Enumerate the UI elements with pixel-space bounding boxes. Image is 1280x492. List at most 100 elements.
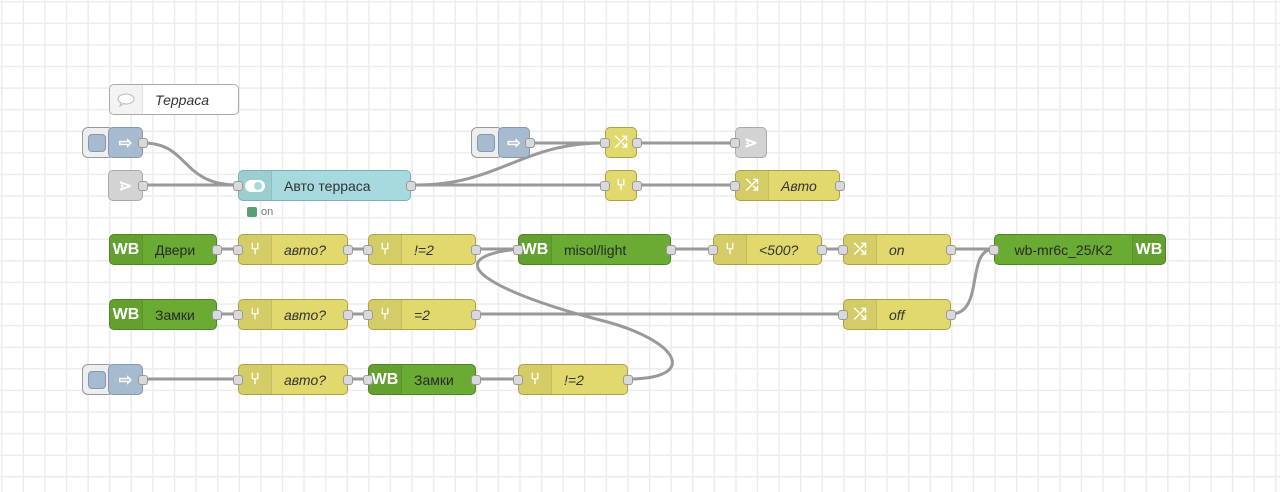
shuffle-icon: ⤮ [614, 133, 628, 151]
link-out-node[interactable]: ⋗ [730, 127, 767, 158]
input-port[interactable] [838, 244, 848, 255]
output-port[interactable] [632, 180, 642, 191]
input-port[interactable] [600, 137, 610, 148]
output-port[interactable] [471, 309, 481, 320]
switch-icon: ⑂ [369, 300, 402, 329]
switch-icon: ⑂ [239, 365, 272, 394]
node-label: Замки [155, 306, 195, 323]
node-label: on [889, 241, 905, 258]
output-port[interactable] [946, 309, 956, 320]
switch-icon: ⑂ [714, 235, 747, 264]
link-out-icon: ⋗ [744, 134, 758, 152]
input-port[interactable] [989, 244, 999, 255]
output-port[interactable] [817, 244, 827, 255]
output-port[interactable] [946, 244, 956, 255]
input-port[interactable] [708, 244, 718, 255]
change-node-off[interactable]: ⤮ off [838, 299, 956, 330]
input-port[interactable] [600, 180, 610, 191]
switch-node-lt500[interactable]: ⑂ <500? [708, 234, 827, 265]
switch-node-ne2-2[interactable]: ⑂ !=2 [513, 364, 633, 395]
wb-out-node-k2[interactable]: wb-mr6c_25/K2 WB [989, 234, 1166, 265]
output-port[interactable] [471, 244, 481, 255]
shuffle-icon: ⤮ [736, 171, 769, 200]
wire[interactable] [142, 141, 239, 187]
input-port[interactable] [233, 180, 243, 191]
output-port[interactable] [212, 244, 222, 255]
wire[interactable] [475, 247, 674, 381]
switch-node-auto-1[interactable]: ⑂ авто? [233, 234, 353, 265]
change-node-1[interactable]: ⤮ [600, 127, 642, 158]
wb-in-node-locks-2[interactable]: WB Замки [363, 364, 481, 395]
output-port[interactable] [343, 374, 353, 385]
node-label: off [889, 306, 905, 323]
input-port[interactable] [730, 137, 740, 148]
input-port[interactable] [838, 309, 848, 320]
node-label: авто? [284, 371, 327, 388]
change-node-on[interactable]: ⤮ on [838, 234, 956, 265]
switch-node-auto-3[interactable]: ⑂ авто? [233, 364, 353, 395]
output-port[interactable] [835, 180, 845, 191]
input-port[interactable] [730, 180, 740, 191]
switch-node-auto-2[interactable]: ⑂ авто? [233, 299, 353, 330]
switch-node-1[interactable]: ⑂ [600, 170, 642, 201]
node-label: <500? [759, 241, 799, 258]
input-port[interactable] [233, 374, 243, 385]
input-port[interactable] [233, 309, 243, 320]
switch-node-eq2[interactable]: ⑂ =2 [363, 299, 481, 330]
node-label: авто? [284, 306, 327, 323]
wire[interactable] [415, 141, 605, 187]
input-port[interactable] [363, 244, 373, 255]
shuffle-icon: ⤮ [844, 235, 877, 264]
switch-icon: ⑂ [616, 176, 626, 194]
switch-icon: ⑂ [519, 365, 552, 394]
output-port[interactable] [138, 374, 148, 385]
node-label: wb-mr6c_25/K2 [1014, 241, 1113, 258]
wb-badge-icon: WB [519, 235, 552, 264]
node-label: авто? [284, 241, 327, 258]
wb-badge-icon: WB [110, 300, 143, 329]
input-port[interactable] [363, 309, 373, 320]
wb-in-node-doors[interactable]: WB Двери [109, 234, 222, 265]
shuffle-icon: ⤮ [844, 300, 877, 329]
node-label: Двери [155, 241, 196, 258]
wb-in-node-locks[interactable]: WB Замки [109, 299, 222, 330]
output-port[interactable] [343, 309, 353, 320]
node-label: !=2 [564, 371, 584, 388]
input-port[interactable] [233, 244, 243, 255]
inject-arrow-icon: ⇨ [507, 134, 521, 152]
toggle-icon [239, 171, 272, 200]
output-port[interactable] [623, 374, 633, 385]
change-node-auto[interactable]: ⤮ Авто [730, 170, 845, 201]
status-dot-icon [247, 207, 257, 217]
inject-arrow-icon: ⇨ [118, 371, 133, 389]
input-port[interactable] [513, 244, 523, 255]
wire[interactable] [950, 247, 995, 316]
input-port[interactable] [363, 374, 373, 385]
wb-badge-icon: WB [369, 365, 402, 394]
input-port[interactable] [513, 374, 523, 385]
inject-node-2[interactable]: ⇨ [498, 127, 535, 158]
output-port[interactable] [406, 180, 416, 191]
output-port[interactable] [525, 137, 535, 148]
output-port[interactable] [138, 137, 148, 148]
node-label: =2 [414, 306, 430, 323]
comment-icon [110, 85, 143, 114]
switch-icon: ⑂ [369, 235, 402, 264]
output-port[interactable] [138, 180, 148, 191]
output-port[interactable] [212, 309, 222, 320]
inject-arrow-icon: ⇨ [118, 134, 133, 152]
wb-in-node-misol-light[interactable]: WB misol/light [513, 234, 676, 265]
output-port[interactable] [343, 244, 353, 255]
link-in-node[interactable]: ⋗ [108, 170, 148, 201]
ui-switch-node-auto-terrace[interactable]: Авто терраса [233, 170, 416, 201]
status-text: on [261, 206, 274, 218]
inject-button[interactable] [471, 127, 503, 158]
switch-node-ne2-1[interactable]: ⑂ !=2 [363, 234, 481, 265]
output-port[interactable] [632, 137, 642, 148]
inject-node-3[interactable]: ⇨ [108, 364, 148, 395]
comment-node-terrace[interactable]: Терраса [109, 84, 239, 115]
node-status: on [247, 206, 273, 218]
inject-node-1[interactable]: ⇨ [108, 127, 148, 158]
output-port[interactable] [471, 374, 481, 385]
output-port[interactable] [666, 244, 676, 255]
